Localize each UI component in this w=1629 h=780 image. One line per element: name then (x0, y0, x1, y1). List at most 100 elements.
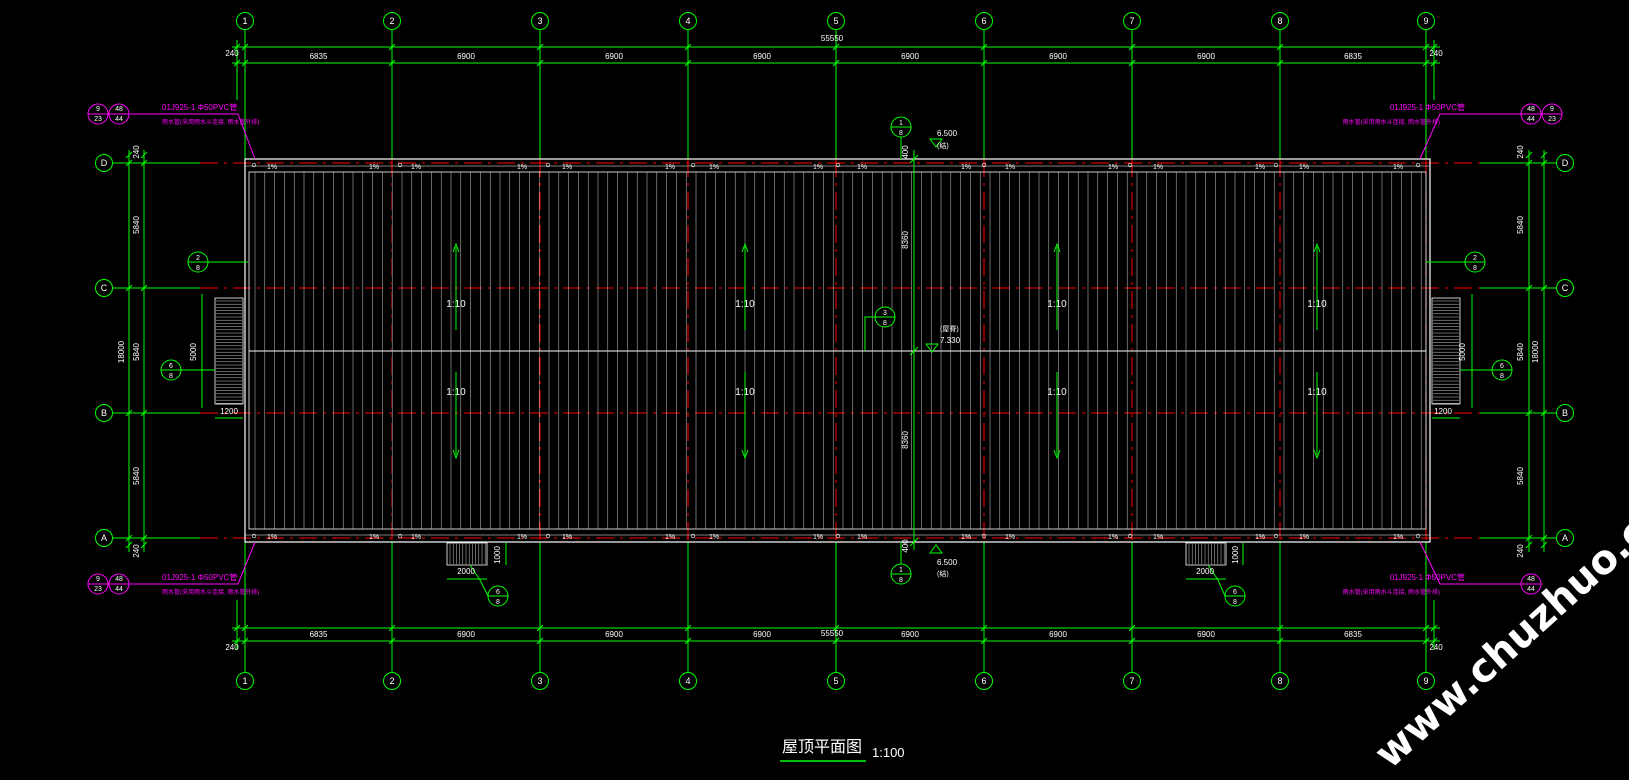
detail-ref-1-top-sheet: 8 (899, 130, 903, 137)
bay-dimension-bottom: 6900 (605, 630, 623, 639)
row-spacing-left-3: 5840 (132, 467, 141, 485)
grid-bubble-bottom-2-circle (383, 672, 401, 690)
bay-dimension-bottom: 6900 (457, 630, 475, 639)
grid-bubble-left-D-circle (95, 154, 113, 172)
grid-bubble-bottom-3: 3 (537, 676, 542, 686)
edge-offset-bottom: 400 (901, 539, 910, 553)
grid-bubble-right-C: C (1562, 283, 1569, 293)
grid-bubble-left-A: A (101, 533, 107, 543)
dimension-tick (536, 624, 544, 632)
dimension-tick (1525, 159, 1533, 167)
elevation-ridge: 7.330 (940, 336, 961, 345)
grid-bubble-right-C-circle (1556, 279, 1574, 297)
slope-label: 1:10 (735, 387, 755, 398)
detail-ref-6-step-right-top: 6 (1233, 589, 1237, 596)
roof-details: 1%1%1%1%1%1%1%1%1%1%1%1%1%1%1%1%1%1%1%1%… (130, 113, 1521, 597)
roof-drain-icon (1273, 533, 1279, 539)
bay-dimension-top: 6900 (1197, 52, 1215, 61)
dimension-tick (909, 154, 919, 164)
gutter-slope-label: 1% (665, 164, 675, 171)
svg-text:48: 48 (1527, 576, 1535, 583)
canopy-width-left: 1200 (220, 407, 238, 416)
canopy-depth-left: 5000 (189, 343, 198, 361)
grid-bubble-bottom-7-circle (1123, 672, 1141, 690)
side-dimension-texts: 240 5840 5840 5840 240 18000 240 5840 58… (117, 145, 1540, 576)
slope-label: 1:10 (1307, 299, 1327, 310)
slope-arrow-head (1053, 449, 1061, 460)
bay-dimension-bottom: 6900 (753, 630, 771, 639)
drawing-scale: 1:100 (872, 745, 905, 760)
gutter-slope-label: 1% (1255, 164, 1265, 171)
dimension-tick (1276, 637, 1284, 645)
detail-refs: 9 23 48 44 9 23 48 44 9 23 48 44 (87, 103, 1563, 595)
dimension-tick (1525, 284, 1533, 292)
dimension-tick (980, 624, 988, 632)
svg-text:44: 44 (1527, 586, 1535, 593)
slope-label: 1:10 (1047, 299, 1067, 310)
detail-ref-1-bottom-top: 1 (899, 567, 903, 574)
bay-dimension-top: 6900 (1049, 52, 1067, 61)
svg-text:23: 23 (94, 116, 102, 123)
leader-line (469, 564, 489, 597)
dimension-tick (684, 43, 692, 51)
pipe-note-top-right: 01J925-1 Φ50PVC管 (1390, 102, 1465, 112)
gutter-slope-label: 1% (813, 534, 823, 541)
grid-bubble-top-7: 7 (1129, 16, 1134, 26)
pipe-note-bottom-right: 01J925-1 Φ50PVC管 (1390, 572, 1465, 582)
slope-label: 1:10 (1307, 387, 1327, 398)
dimension-tick (241, 624, 249, 632)
grid-bubble-bottom-4-circle (679, 672, 697, 690)
roof-drain-icon (1127, 162, 1133, 168)
dimension-tick (125, 541, 133, 549)
dimension-tick (1525, 534, 1533, 542)
gutter-slope-label: 1% (1153, 534, 1163, 541)
detail-ref-bottom-left: 9 23 48 44 (87, 573, 130, 595)
row-spacing-right-1: 5840 (1516, 216, 1525, 234)
detail-ref-1-bottom-sheet: 8 (899, 577, 903, 584)
gutter-slope-label: 1% (857, 534, 867, 541)
step-width-right: 2000 (1196, 567, 1214, 576)
dimension-tick (1540, 541, 1548, 549)
detail-ref-top-left: 9 23 48 44 (87, 103, 130, 125)
svg-text:23: 23 (94, 586, 102, 593)
step-depth-left: 1000 (493, 546, 502, 564)
dimension-tick (832, 624, 840, 632)
dimension-tick (1525, 151, 1533, 159)
roof-drain-icon (397, 162, 403, 168)
grid-bubble-top-7-circle (1123, 12, 1141, 30)
dimension-tick (125, 284, 133, 292)
grid-bubble-right-A-circle (1556, 529, 1574, 547)
pipe-note-leader (1419, 113, 1521, 160)
grid-bubble-top-1-circle (236, 12, 254, 30)
grid-bubble-left-C-circle (95, 279, 113, 297)
pipe-note-leader (1419, 541, 1521, 585)
gutter-slope-label: 1% (562, 164, 572, 171)
dimension-tick (125, 534, 133, 542)
grid-bubble-left-D: D (101, 158, 108, 168)
dimension-tick (980, 637, 988, 645)
grid-bubble-bottom-1-circle (236, 672, 254, 690)
dimension-tick (909, 346, 919, 356)
gutter-slope-label: 1% (562, 534, 572, 541)
dimension-tick (684, 624, 692, 632)
grid-bubble-top-3: 3 (537, 16, 542, 26)
grid-bubble-top-2: 2 (389, 16, 394, 26)
wall-offset-top-left: 240 (225, 49, 239, 58)
svg-text:9: 9 (96, 106, 100, 113)
roof-drain-icon (1415, 162, 1421, 168)
gutter-slope-label: 1% (411, 534, 421, 541)
canopy-depth-right: 5000 (1458, 343, 1467, 361)
grid-bubble-bottom-6: 6 (981, 676, 986, 686)
wall-offset-top-right: 240 (1429, 49, 1443, 58)
gutter-slope-label: 1% (369, 164, 379, 171)
grid-bubble-right-B-circle (1556, 404, 1574, 422)
detail-ref-6-right-top: 6 (1500, 363, 1504, 370)
grid-bubble-top-5-circle (827, 12, 845, 30)
gutter-slope-label: 1% (709, 534, 719, 541)
dimension-tick (909, 537, 919, 547)
slope-arrow-head (741, 242, 749, 253)
roof-drain-icon (1415, 533, 1421, 539)
detail-ref-2-left-sheet: 8 (196, 265, 200, 272)
slope-arrow-head (741, 449, 749, 460)
